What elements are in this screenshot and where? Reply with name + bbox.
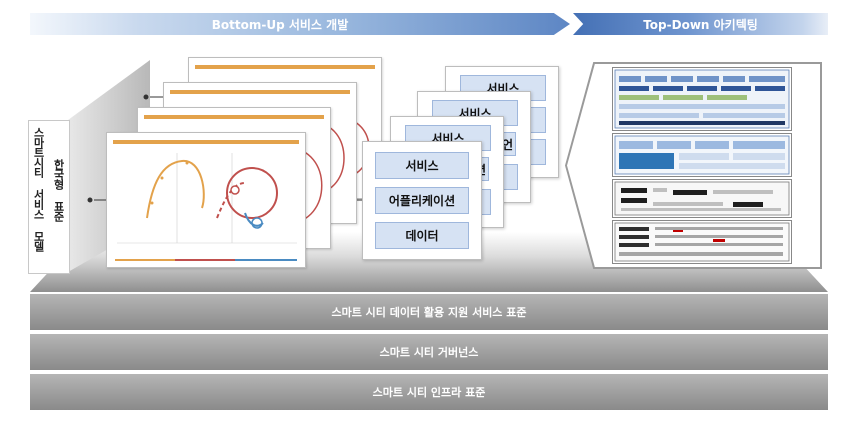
card-box-app: 어플리케이션: [375, 187, 469, 214]
architecture-diagram-graphic: [614, 69, 790, 129]
top-down-title: Top-Down 아키텍팅: [643, 17, 758, 32]
layer-label: 스마트 시티 인프라 표준: [372, 386, 486, 399]
card-box-data: 데이터: [375, 222, 469, 249]
layer-governance: 스마트 시티 거버넌스: [30, 334, 828, 370]
doc-page-1: [106, 132, 306, 268]
layer-infra-standard: 스마트 시티 인프라 표준: [30, 374, 828, 410]
architecture-layer-1: [612, 67, 792, 131]
layer-label: 스마트 시티 거버넌스: [379, 346, 479, 359]
bottom-up-banner: Bottom-Up 서비스 개발: [30, 13, 570, 35]
doc-header-bar: [195, 65, 375, 69]
card-box-service: 서비스: [375, 152, 469, 179]
card-box-label: 데이터: [405, 229, 439, 243]
doc-curve-graphic: [117, 153, 297, 244]
card-box-label: 어플리케이션: [388, 194, 456, 208]
korean-standard-label: 한국형 표준: [52, 159, 65, 221]
architecture-layer-4: [612, 220, 792, 264]
layer-label: 스마트 시티 데이터 활용 지원 서비스 표준: [331, 306, 527, 319]
doc-header-bar: [144, 115, 324, 119]
architecture-diagram-graphic: [614, 135, 790, 175]
doc-header-bar: [170, 90, 350, 94]
service-card-1: 서비스 어플리케이션 데이터: [362, 141, 482, 260]
doc-header-bar: [113, 140, 299, 144]
architecture-diagram-graphic: [614, 181, 790, 216]
architecture-layer-3: [612, 179, 792, 218]
model-block-front: 스마트시티 서비스 모델 한국형 표준: [28, 120, 70, 274]
doc-footer-bar: [115, 259, 297, 261]
architecture-layer-2: [612, 133, 792, 177]
card-box-label: 서비스: [405, 159, 439, 173]
layer-data-support-standard: 스마트 시티 데이터 활용 지원 서비스 표준: [30, 294, 828, 330]
card-box-label: 언: [501, 137, 513, 152]
top-down-banner: Top-Down 아키텍팅: [573, 13, 828, 35]
bottom-up-title: Bottom-Up 서비스 개발: [211, 17, 349, 32]
service-model-label: 스마트시티 서비스 모델: [32, 127, 45, 251]
architecture-diagram-graphic: [614, 222, 790, 262]
